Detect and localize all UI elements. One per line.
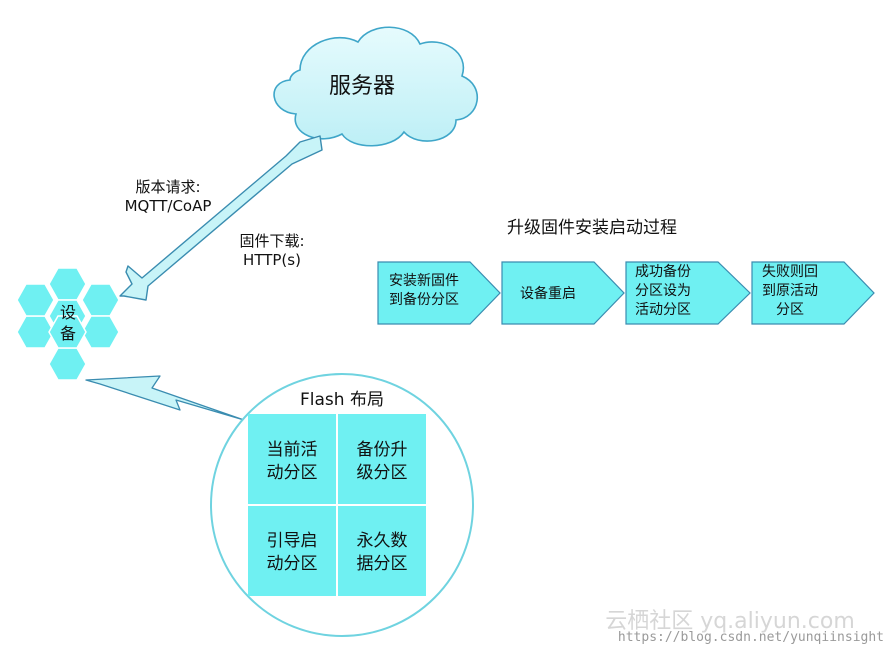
- request-label-line1: 版本请求:: [135, 178, 200, 196]
- process-steps: [377, 261, 875, 325]
- device-hex-cluster: [16, 267, 120, 381]
- step-3-line2: 分区设为: [635, 283, 691, 299]
- watermark-logo: 云栖社区 yq.aliyun.com: [605, 609, 855, 634]
- flash-cell-active-line2: 动分区: [267, 463, 318, 483]
- step-3-line1: 成功备份: [635, 263, 691, 280]
- request-label-line2: MQTT/CoAP: [125, 197, 212, 215]
- step-4-line1: 失败则回: [762, 264, 818, 280]
- flash-cell-boot: [248, 506, 336, 596]
- hex-cell: [48, 347, 87, 381]
- flash-cell-boot-line1: 引导启: [267, 531, 318, 551]
- hex-cell: [48, 315, 87, 349]
- server-label: 服务器: [329, 74, 395, 99]
- step-3-line3: 活动分区: [635, 302, 691, 318]
- hex-cell: [16, 283, 55, 317]
- flash-cell-backup-line1: 备份升: [357, 440, 408, 460]
- process-title: 升级固件安装启动过程: [507, 218, 677, 238]
- flash-cell-persistent: [338, 506, 426, 596]
- communication-arrow: [119, 135, 323, 301]
- device-label-line2: 备: [60, 324, 76, 343]
- process-step-1: [377, 261, 501, 325]
- process-step-2: [501, 261, 625, 325]
- flash-cell-backup: [338, 414, 426, 504]
- step-1-line1: 安装新固件: [389, 273, 459, 289]
- step-2-line1: 设备重启: [520, 285, 576, 302]
- lightning-bolt: [85, 375, 245, 421]
- step-1-line2: 到备份分区: [389, 291, 459, 308]
- step-4-line2: 到原活动: [762, 283, 818, 299]
- flash-cell-backup-line2: 级分区: [357, 463, 408, 483]
- server-cloud: 服务器: [273, 26, 478, 147]
- flash-cell-persistent-line1: 永久数: [357, 531, 408, 551]
- flash-cell-boot-line2: 动分区: [267, 554, 318, 574]
- hex-cell: [81, 283, 120, 317]
- process-step-3: [625, 261, 751, 325]
- flash-cell-persistent-line2: 据分区: [357, 554, 408, 574]
- flash-layout: Flash 布局 当前活 动分区 备份升 级分区 引导启 动分区 永久数 据分区: [210, 373, 474, 637]
- hex-cell: [81, 315, 120, 349]
- step-4-line3: 分区: [776, 302, 804, 318]
- watermark-url: https://blog.csdn.net/yunqiinsight: [618, 630, 884, 645]
- download-label-line2: HTTP(s): [243, 251, 301, 269]
- download-label-line1: 固件下载:: [239, 232, 304, 250]
- hex-cell: [48, 267, 87, 301]
- flash-cell-active: [248, 414, 336, 504]
- process-step-4: [751, 261, 875, 325]
- device-label-line1: 设: [60, 303, 76, 322]
- flash-cell-active-line1: 当前活: [267, 440, 318, 460]
- flash-title: Flash 布局: [300, 390, 384, 410]
